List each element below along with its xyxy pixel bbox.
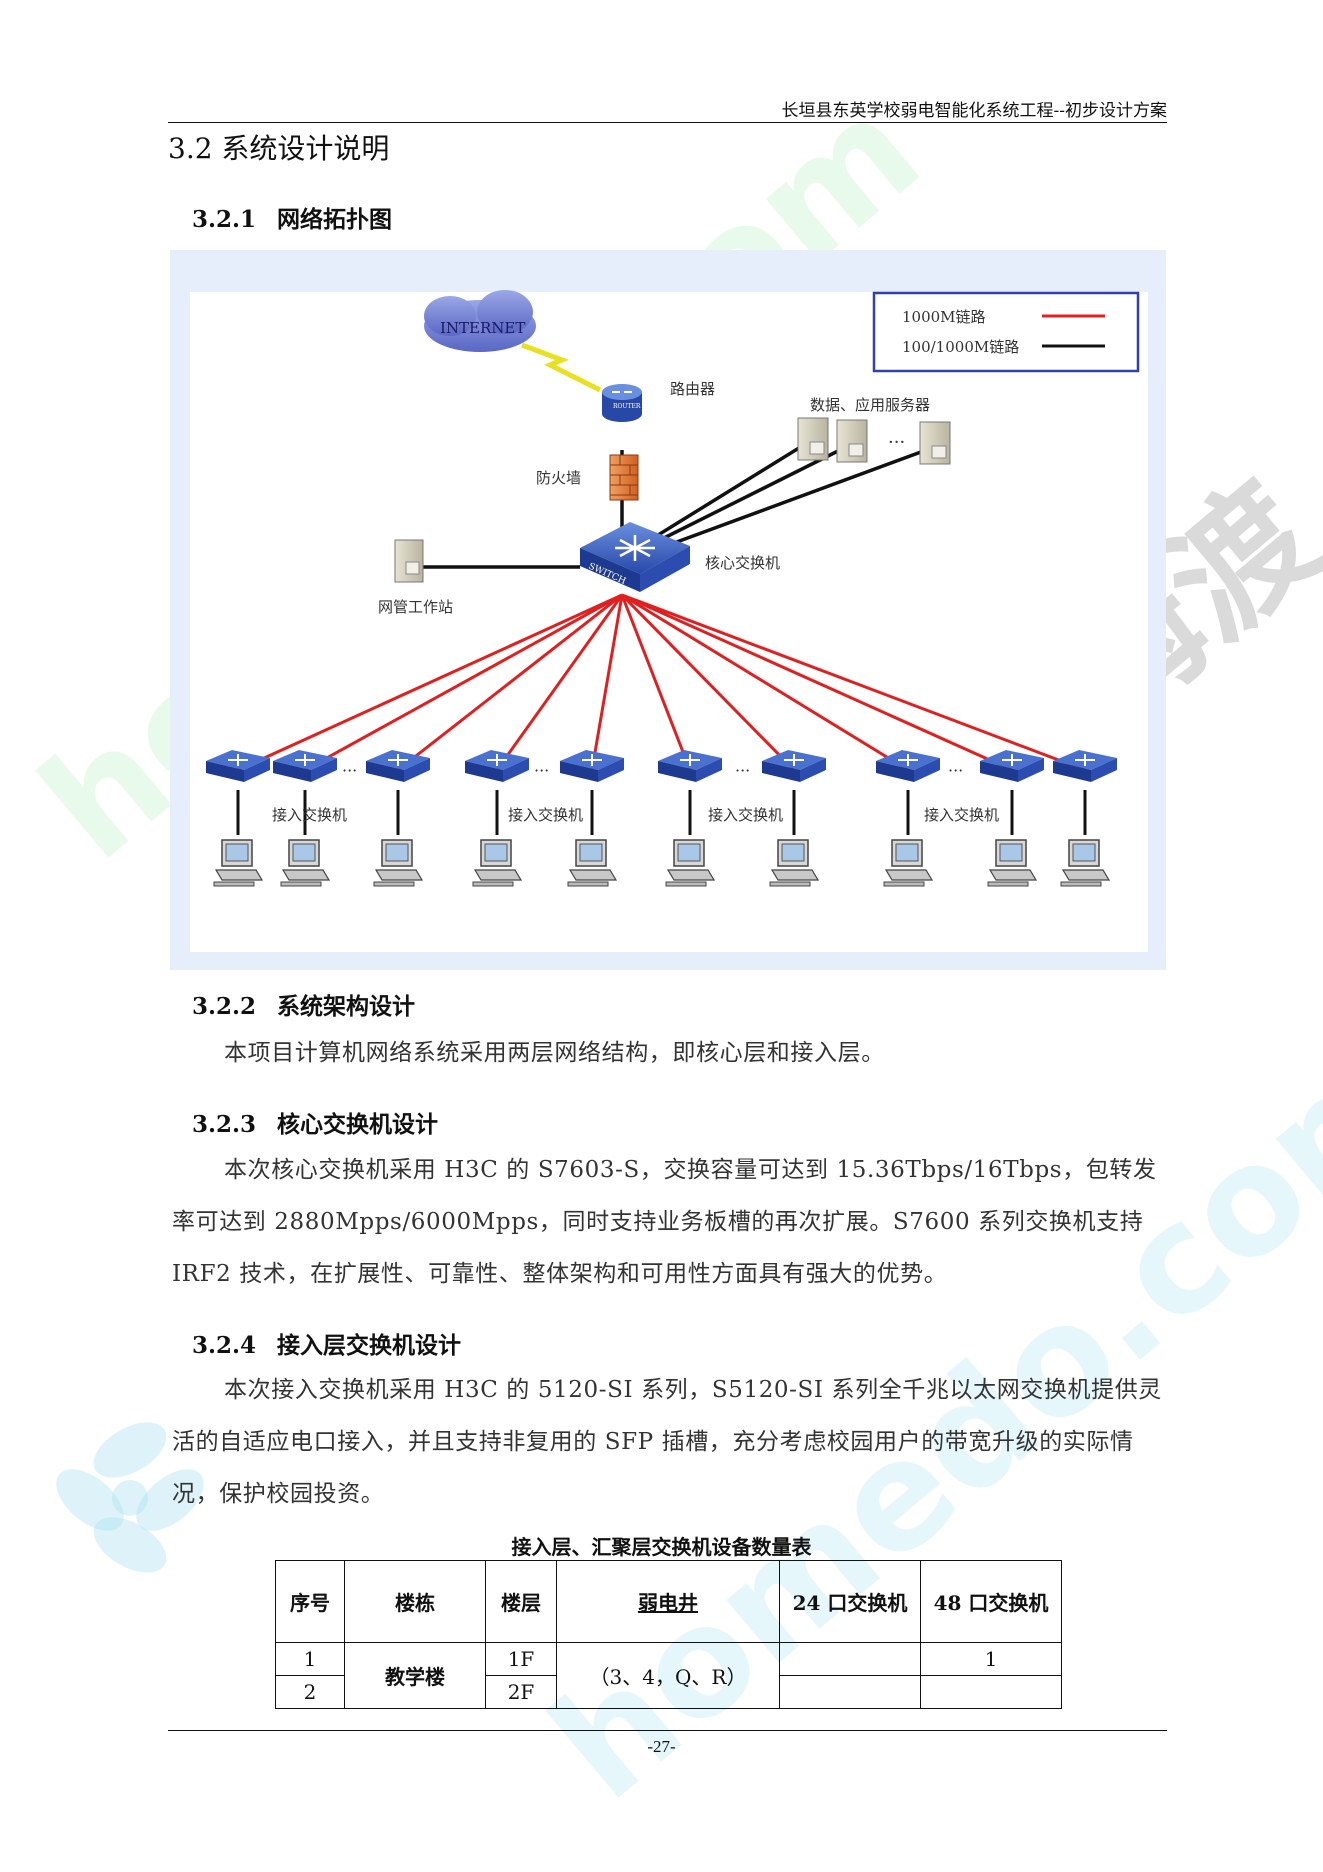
server-icon [797,417,829,461]
access-switch-icon [762,750,826,782]
table-row: 1 教学楼 1F （3、4，Q、R） 1 [275,1642,1062,1709]
access-uplinks [237,593,1086,772]
server-icon [919,421,951,465]
desktop-pc-icon [665,839,716,887]
architecture-paragraph: 本项目计算机网络系统采用两层网络结构，即核心层和接入层。 [224,1040,885,1066]
port48-cell [920,1675,1062,1709]
desktop-pc-icon [1060,839,1111,887]
heading-topology: 3.2.1 网络拓扑图 [192,200,392,234]
heading-number: 3.2.4 [192,1332,257,1359]
access-switch-paragraph: 本次接入交换机采用 H3C 的 5120-SI 系列，S5120-SI 系列全千… [172,1377,1162,1507]
core-switch-icon: SWITCH [580,522,690,592]
access-switch-icon [273,750,337,782]
heading-core-switch: 3.2.3 核心交换机设计 [192,1105,438,1139]
desktop-pc-icon [373,839,424,887]
port24-cell [779,1642,921,1676]
servers-label: 数据、应用服务器 [810,396,930,414]
access-switch-icon [206,750,270,782]
footer-rule [168,1730,1167,1731]
header-rule [168,122,1167,123]
row-no: 1 [275,1642,345,1676]
table-row: 2 2F [275,1675,1062,1709]
switch-quantity-table: 序号 楼栋 楼层 弱电井 24 口交换机 48 口交换机 1 教学楼 1F （3… [275,1560,1062,1709]
header-cell: 楼栋 [344,1560,486,1643]
access-group-label: 接入交换机 [924,806,999,824]
wan-link-lightning-icon [521,342,602,393]
access-switch-icon [465,750,529,782]
floor-cell: 1F [485,1642,557,1676]
table-caption: 接入层、汇聚层交换机设备数量表 [511,1535,812,1559]
row-no: 2 [275,1675,345,1709]
access-switch-icon [1053,750,1117,782]
desktop-pc-icon [769,839,820,887]
access-group-label: 接入交换机 [708,806,783,824]
shaft-cell: （3、4，Q、R） [556,1642,780,1709]
heading-access-switch: 3.2.4 接入层交换机设计 [192,1326,461,1360]
page-number: -27- [647,1737,676,1756]
firewall-label: 防火墙 [536,469,581,487]
internet-cloud-icon: INTERNET [424,290,536,352]
firewall-icon [609,454,639,501]
heading-number: 3.2.3 [192,1111,257,1138]
header-cell: 24 口交换机 [779,1560,921,1643]
access-ellipsis: ··· [948,761,963,780]
access-ellipsis: ··· [735,761,750,780]
network-topology-diagram: 1000M链路 100/1000M链路 [170,250,1166,970]
table-header-row: 序号 楼栋 楼层 弱电井 24 口交换机 48 口交换机 [275,1560,1062,1643]
heading-number: 3.2.1 [192,206,257,233]
access-labels: 接入交换机 接入交换机 接入交换机 接入交换机 [272,806,999,824]
header-cell: 48 口交换机 [920,1560,1062,1643]
access-ellipses: ··· ··· ··· ··· [342,761,963,780]
legend-label-100-1000m: 100/1000M链路 [902,338,1019,356]
heading-text: 系统架构设计 [277,993,415,1020]
desktop-pc-icon [987,839,1038,887]
core-switch-paragraph: 本次核心交换机采用 H3C 的 S7603-S，交换容量可达到 15.36Tbp… [172,1157,1157,1287]
header-cell: 弱电井 [556,1560,780,1643]
access-switch-icon [876,750,940,782]
header-cell: 序号 [275,1560,345,1643]
building-cell: 教学楼 [344,1642,486,1709]
router-icon: ROUTER [602,384,642,422]
heading-text: 核心交换机设计 [277,1111,438,1138]
header-cell: 楼层 [485,1560,557,1643]
server-ellipsis: ··· [888,432,905,453]
access-switch-icon [658,750,722,782]
desktop-pc-icon [883,839,934,887]
router-badge: ROUTER [613,403,641,410]
watermark-flower-logo [56,1422,204,1573]
access-group-label: 接入交换机 [508,806,583,824]
client-pcs [213,839,1111,887]
port24-cell [779,1675,921,1709]
desktop-pc-icon [567,839,618,887]
floor-cell: 2F [485,1675,557,1709]
desktop-pc-icon [472,839,523,887]
heading-text: 网络拓扑图 [277,206,392,233]
running-header: 长垣县东英学校弱电智能化系统工程--初步设计方案 [781,101,1168,121]
core-switch-label: 核心交换机 [705,554,780,572]
nms-label: 网管工作站 [378,598,453,616]
access-switch-icon [980,750,1044,782]
access-switches [206,750,1117,782]
desktop-pc-icon [213,839,264,887]
heading-text: 接入层交换机设计 [277,1332,461,1359]
access-ellipsis: ··· [342,761,357,780]
desktop-pc-icon [280,839,331,887]
access-group-label: 接入交换机 [272,806,347,824]
legend-label-1000m: 1000M链路 [902,308,986,326]
internet-label: INTERNET [440,319,525,337]
server-icon [836,419,868,463]
port48-cell: 1 [920,1642,1062,1676]
legend: 1000M链路 100/1000M链路 [872,291,1140,373]
access-switch-icon [560,750,624,782]
access-ellipsis: ··· [534,761,549,780]
access-drop-lines [236,790,1087,835]
access-switch-icon [366,750,430,782]
server-group: ··· [797,417,951,465]
diagram-inner-panel [190,292,1148,952]
heading-architecture: 3.2.2 系统架构设计 [192,987,415,1021]
heading-number: 3.2.2 [192,993,257,1020]
router-label: 路由器 [670,380,715,398]
section-title: 3.2 系统设计说明 [168,132,390,165]
nms-workstation-icon [394,539,424,583]
